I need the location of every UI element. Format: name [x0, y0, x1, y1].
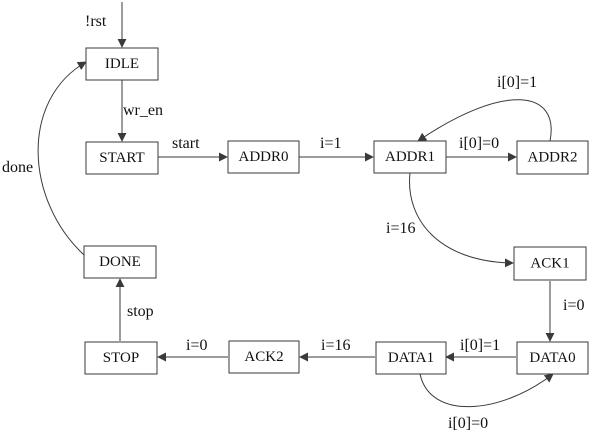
- label-done-to-idle: done: [2, 159, 33, 176]
- state-ack2: ACK2: [228, 340, 300, 374]
- state-start: START: [85, 141, 159, 175]
- state-addr2: ADDR2: [516, 140, 589, 175]
- label-stop-to-done: stop: [127, 303, 154, 320]
- state-label: DATA0: [529, 350, 575, 366]
- edge-addr2-to-addr1: [417, 99, 552, 142]
- state-addr0: ADDR0: [227, 140, 300, 174]
- edge-data1-to-data0: [419, 373, 554, 408]
- state-label: ADDR2: [527, 150, 577, 166]
- edge-done-to-idle: [37, 61, 87, 256]
- state-label: STOP: [103, 350, 139, 366]
- state-label: ACK2: [244, 349, 283, 365]
- state-label: ACK1: [530, 256, 569, 272]
- label-ack2-to-stop: i=0: [186, 337, 207, 354]
- edge-addr1-to-ack1: [409, 172, 514, 268]
- label-data1-to-ack2: i=16: [321, 337, 350, 354]
- label-start-to-addr0: start: [172, 135, 200, 152]
- state-data1: DATA1: [375, 341, 447, 375]
- state-data0: DATA0: [516, 341, 589, 375]
- state-done: DONE: [83, 245, 157, 279]
- state-label: DATA1: [388, 350, 434, 366]
- state-idle: IDLE: [85, 47, 159, 81]
- state-stop: STOP: [84, 341, 158, 375]
- state-label: ADDR1: [385, 149, 435, 165]
- state-label: DONE: [99, 254, 141, 270]
- state-label: START: [99, 150, 144, 166]
- label-addr0-to-addr1: i=1: [320, 135, 341, 152]
- state-label: ADDR0: [238, 149, 288, 165]
- state-label: IDLE: [105, 56, 139, 72]
- label-addr2-to-addr1: i[0]=1: [497, 74, 537, 91]
- state-addr1: ADDR1: [373, 140, 447, 174]
- label-data1-to-data0: i[0]=0: [448, 415, 488, 432]
- state-ack1: ACK1: [513, 246, 587, 281]
- label-reset: !rst: [85, 13, 107, 30]
- label-ack1-to-data0: i=0: [563, 297, 584, 314]
- label-data0-to-data1: i[0]=1: [460, 337, 500, 354]
- label-idle-to-start: wr_en: [123, 102, 163, 119]
- label-addr1-to-addr2: i[0]=0: [459, 135, 499, 152]
- label-addr1-to-ack1: i=16: [386, 220, 415, 237]
